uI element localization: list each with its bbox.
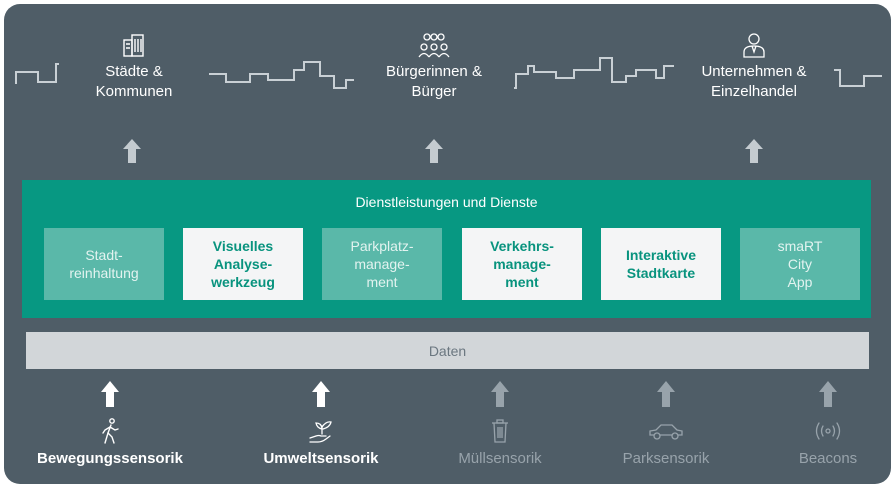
sensor-label: Parksensorik: [622, 450, 710, 467]
services-title: Dienstleistungen und Dienste: [355, 194, 538, 210]
up-arrow-icon: [657, 381, 675, 407]
sensor-umwelt: Umweltsensorik: [221, 418, 421, 467]
sensor-park: Parksensorik: [566, 418, 766, 467]
signal-broadcast-icon: [815, 422, 841, 440]
up-arrow-icon: [819, 381, 837, 407]
service-tile-stadtkarte: Interaktive Stadtkarte: [601, 228, 721, 300]
data-layer-bar: Daten: [26, 332, 869, 369]
plant-hand-icon: [309, 421, 332, 443]
diagram-frame: Städte & Kommunen Bürgerinnen & Bürger U…: [4, 4, 891, 484]
service-tile-stadtreinhaltung: Stadt- reinhaltung: [44, 228, 164, 300]
sensor-muell: Müllsensorik: [400, 418, 600, 467]
stakeholder-label: Bürgerinnen & Bürger: [354, 62, 514, 102]
sensor-label: Bewegungssensorik: [37, 450, 183, 467]
sensor-beacons: Beacons: [728, 418, 891, 467]
service-tile-city-app: smaRT City App: [740, 228, 860, 300]
trash-bin-icon: [492, 419, 508, 443]
sensor-label: Umweltsensorik: [263, 450, 379, 467]
up-arrow-icon: [312, 381, 330, 407]
up-arrow-icon: [745, 139, 763, 163]
up-arrow-icon: [491, 381, 509, 407]
stakeholder-citizens: Bürgerinnen & Bürger: [354, 32, 514, 102]
service-tile-analysewerkzeug: Visuelles Analyse- werkzeug: [183, 228, 303, 300]
service-tile-verkehrsmanagement: Verkehrs- manage- ment: [462, 228, 582, 300]
people-group-icon: [418, 33, 450, 58]
business-person-icon: [743, 33, 765, 58]
up-arrow-icon: [101, 381, 119, 407]
walking-person-icon: [102, 418, 119, 444]
up-arrow-icon: [123, 139, 141, 163]
service-tile-parkplatzmanagement: Parkplatz- manage- ment: [322, 228, 442, 300]
city-buildings-icon: [123, 34, 144, 57]
car-icon: [649, 424, 683, 440]
up-arrow-icon: [425, 139, 443, 163]
sensor-bewegung: Bewegungssensorik: [10, 418, 210, 467]
services-panel: Dienstleistungen und Dienste Stadt- rein…: [22, 180, 871, 318]
sensor-label: Beacons: [798, 450, 858, 467]
stakeholder-label: Städte & Kommunen: [59, 62, 209, 102]
stakeholder-cities: Städte & Kommunen: [59, 32, 209, 102]
stakeholder-label: Unternehmen & Einzelhandel: [674, 62, 834, 102]
sensor-label: Müllsensorik: [458, 450, 542, 467]
stakeholder-business: Unternehmen & Einzelhandel: [674, 32, 834, 102]
